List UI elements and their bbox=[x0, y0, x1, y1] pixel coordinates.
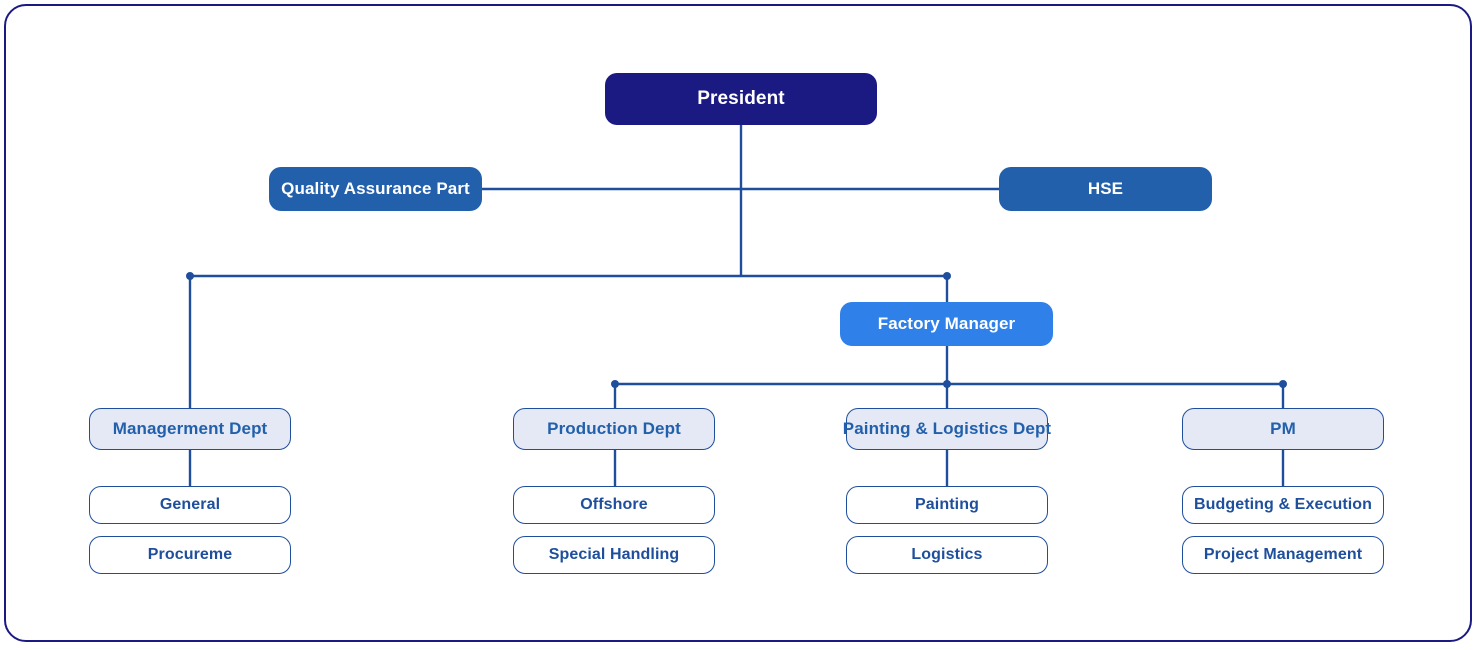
node-logistics-label: Logistics bbox=[911, 546, 983, 563]
node-project-management[interactable]: Project Management bbox=[1182, 536, 1384, 574]
node-budgeting-execution-label: Budgeting & Execution bbox=[1193, 496, 1373, 513]
node-procureme[interactable]: Procureme bbox=[89, 536, 291, 574]
node-procureme-label: Procureme bbox=[147, 546, 233, 563]
node-pm[interactable]: PM bbox=[1182, 408, 1384, 450]
node-hse-label: HSE bbox=[1087, 179, 1124, 198]
node-general[interactable]: General bbox=[89, 486, 291, 524]
node-production-dept[interactable]: Production Dept bbox=[513, 408, 715, 450]
node-quality-assurance-part[interactable]: Quality Assurance Part bbox=[269, 167, 482, 211]
node-logistics[interactable]: Logistics bbox=[846, 536, 1048, 574]
node-painting[interactable]: Painting bbox=[846, 486, 1048, 524]
node-project-management-label: Project Management bbox=[1203, 546, 1363, 563]
node-factory-manager[interactable]: Factory Manager bbox=[840, 302, 1053, 346]
node-president[interactable]: President bbox=[605, 73, 877, 125]
node-special-handling[interactable]: Special Handling bbox=[513, 536, 715, 574]
node-painting-logistics-dept[interactable]: Painting & Logistics Dept bbox=[842, 408, 1052, 450]
node-budgeting-execution[interactable]: Budgeting & Execution bbox=[1182, 486, 1384, 524]
node-offshore-label: Offshore bbox=[580, 496, 648, 513]
node-hse[interactable]: HSE bbox=[999, 167, 1212, 211]
node-pm-label: PM bbox=[1270, 419, 1296, 438]
node-president-label: President bbox=[697, 88, 785, 109]
node-painting-logistics-dept-label: Painting & Logistics Dept bbox=[842, 419, 1052, 438]
node-production-dept-label: Production Dept bbox=[547, 419, 681, 438]
node-managerment-dept[interactable]: Managerment Dept bbox=[89, 408, 291, 450]
node-factory-manager-label: Factory Manager bbox=[877, 314, 1016, 333]
node-offshore[interactable]: Offshore bbox=[513, 486, 715, 524]
node-general-label: General bbox=[159, 496, 221, 513]
node-quality-assurance-part-label: Quality Assurance Part bbox=[281, 179, 470, 198]
node-special-handling-label: Special Handling bbox=[548, 546, 680, 563]
node-painting-label: Painting bbox=[915, 496, 979, 513]
node-managerment-dept-label: Managerment Dept bbox=[112, 419, 268, 438]
